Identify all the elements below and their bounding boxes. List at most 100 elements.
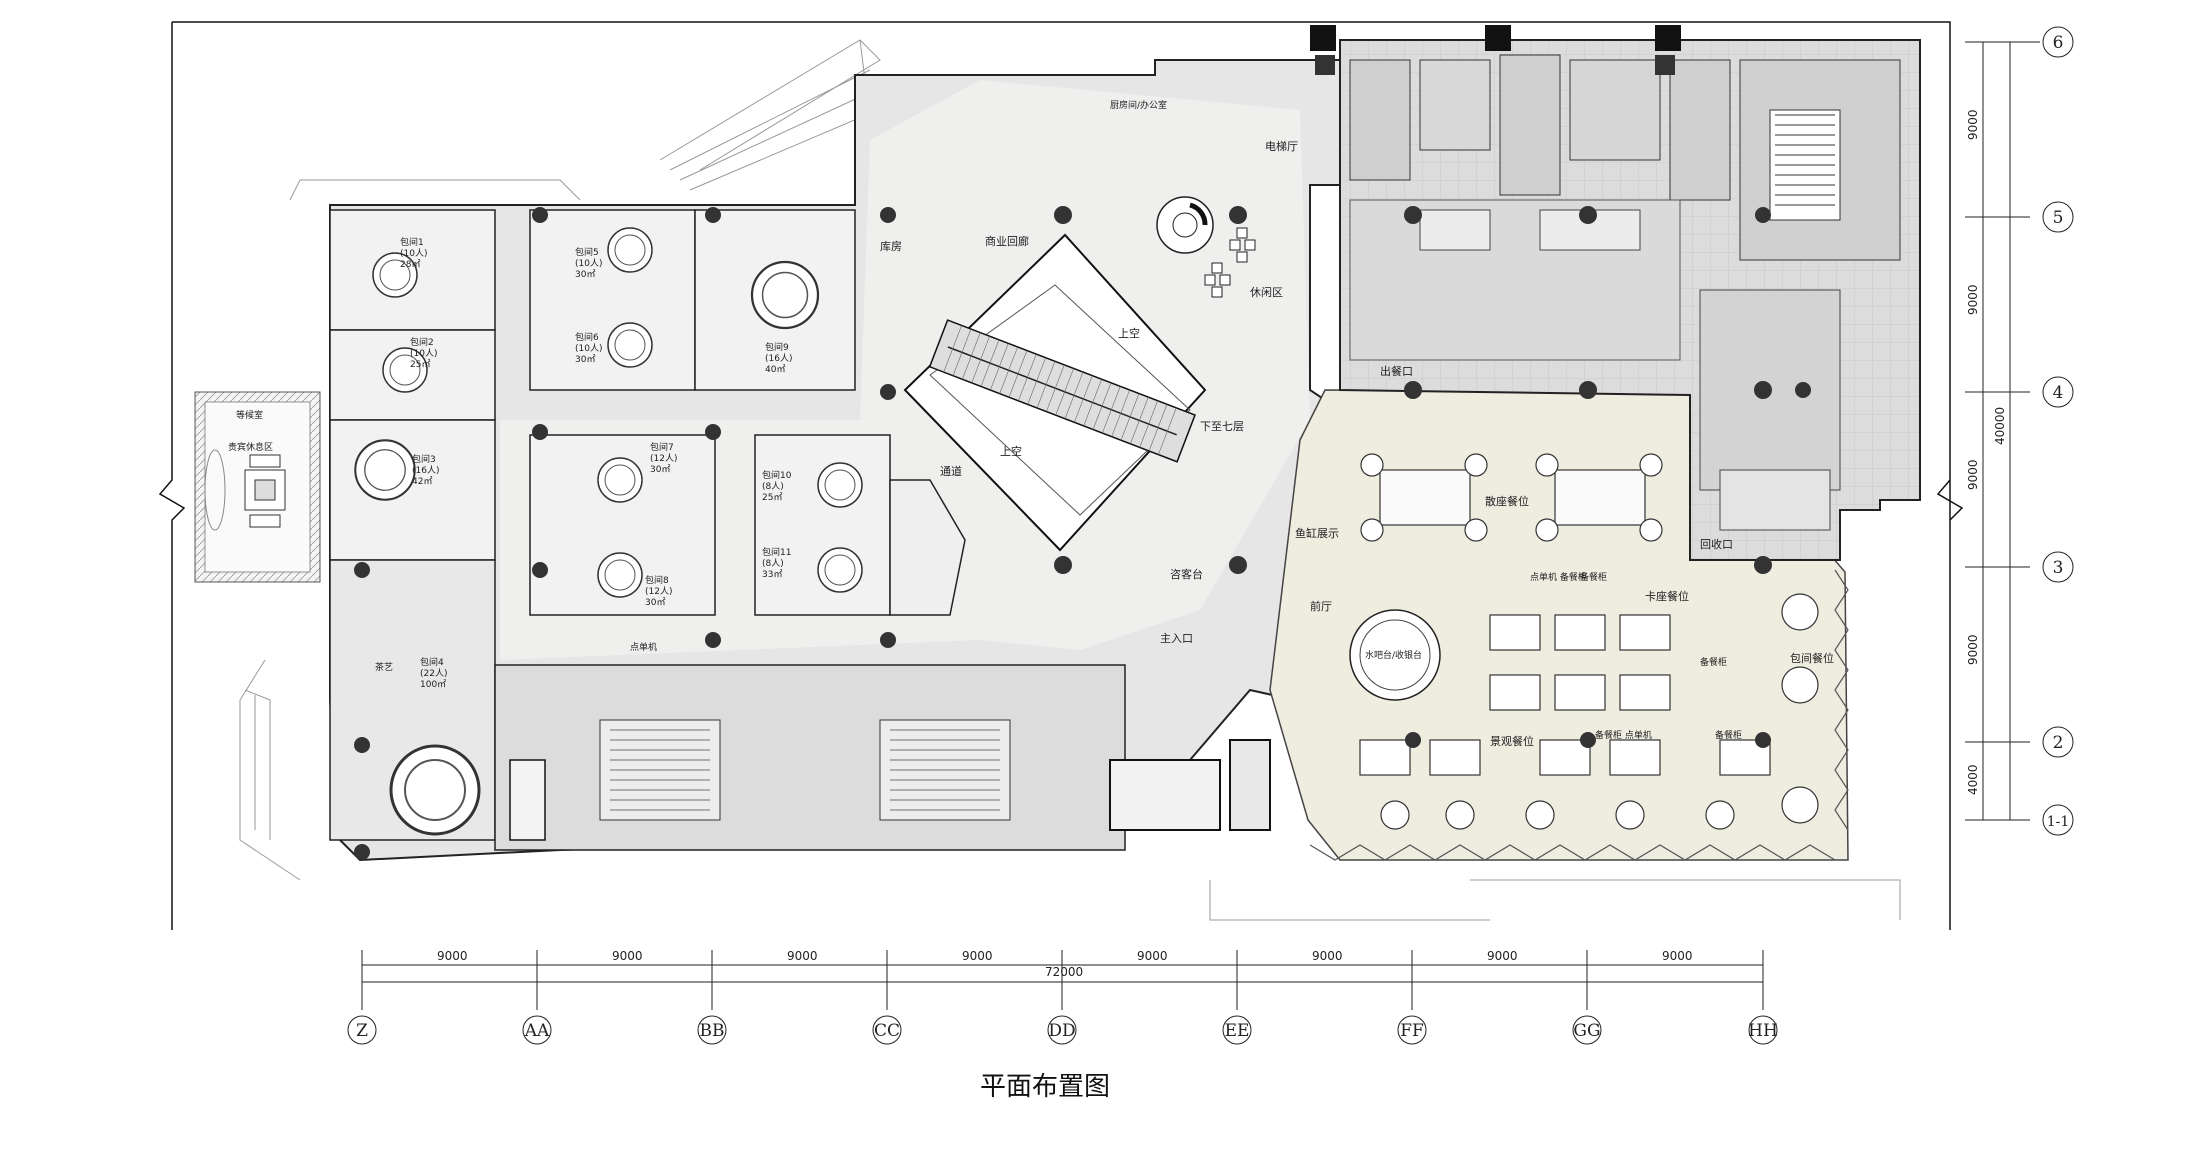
room-11-cap: (8人) bbox=[762, 558, 784, 569]
axis-1-1: 1-1 bbox=[2042, 804, 2074, 836]
dining-tables bbox=[1359, 453, 1819, 830]
room-2-label: 包间2 bbox=[410, 336, 434, 348]
office-label: 厨房间/办公室 bbox=[1110, 99, 1167, 111]
dim-1: 9000 bbox=[437, 949, 468, 963]
axis-cc: CC bbox=[872, 1015, 902, 1045]
svg-text:6: 6 bbox=[2053, 33, 2064, 53]
room-6-label: 包间6 bbox=[575, 331, 599, 343]
vip-area-label: 贵宾休息区 bbox=[228, 441, 273, 453]
rdim-5: 4000 bbox=[1966, 764, 1980, 795]
dim-3: 9000 bbox=[787, 949, 818, 963]
rdim-4: 9000 bbox=[1966, 634, 1980, 665]
room-10-cap: (8人) bbox=[762, 481, 784, 492]
room-5-area: 30㎡ bbox=[575, 269, 595, 280]
axis-bb: BB bbox=[697, 1015, 727, 1045]
prep2-label: 备餐柜 bbox=[1700, 656, 1727, 668]
dim-8: 9000 bbox=[1662, 949, 1693, 963]
svg-text:1-1: 1-1 bbox=[2047, 814, 2070, 830]
axis-hh: HH bbox=[1748, 1015, 1778, 1045]
rdim-3: 9000 bbox=[1966, 459, 1980, 490]
room-10-label: 包间10 bbox=[762, 469, 792, 481]
upper-void-2-label: 上空 bbox=[1000, 444, 1022, 458]
svg-text:3: 3 bbox=[2053, 558, 2064, 578]
svg-text:Z: Z bbox=[356, 1021, 368, 1041]
room-2-area: 25㎡ bbox=[410, 359, 430, 370]
axis-5: 5 bbox=[2042, 201, 2074, 233]
dim-4: 9000 bbox=[962, 949, 993, 963]
svg-text:DD: DD bbox=[1048, 1021, 1075, 1041]
room-2-cap: (10人) bbox=[410, 348, 437, 359]
room-9-area: 40㎡ bbox=[765, 364, 785, 375]
axis-gg: GG bbox=[1572, 1015, 1602, 1045]
passage-label: 通道 bbox=[940, 464, 962, 478]
dim-5: 9000 bbox=[1137, 949, 1168, 963]
outgoing-label: 出餐口 bbox=[1380, 364, 1413, 378]
dim-total: 72000 bbox=[1045, 965, 1083, 979]
room-1-cap: (10人) bbox=[400, 248, 427, 259]
svg-text:AA: AA bbox=[524, 1021, 550, 1041]
room-7-area: 30㎡ bbox=[650, 464, 670, 475]
lounge-label: 休闲区 bbox=[1250, 285, 1283, 299]
axis-2: 2 bbox=[2042, 726, 2074, 758]
dim-7: 9000 bbox=[1487, 949, 1518, 963]
room-6-area: 30㎡ bbox=[575, 354, 595, 365]
room-6-cap: (10人) bbox=[575, 343, 602, 354]
room-8-cap: (12人) bbox=[645, 586, 672, 597]
svg-text:GG: GG bbox=[1573, 1021, 1600, 1041]
rdim-1: 9000 bbox=[1966, 109, 1980, 140]
waiting-label: 等候室 bbox=[236, 409, 263, 421]
axis-dd: DD bbox=[1047, 1015, 1077, 1045]
private-seating-label: 包间餐位 bbox=[1790, 651, 1834, 665]
upper-void-label: 上空 bbox=[1118, 326, 1140, 340]
svg-text:EE: EE bbox=[1225, 1021, 1250, 1041]
axis-4: 4 bbox=[2042, 376, 2074, 408]
booth-seating-label: 卡座餐位 bbox=[1645, 589, 1689, 603]
corridor-label: 商业回廊 bbox=[985, 234, 1029, 248]
down-7-label: 下至七层 bbox=[1200, 420, 1244, 433]
prep4-label: 备餐柜 bbox=[1715, 729, 1742, 741]
main-entrance-label: 主入口 bbox=[1160, 632, 1193, 645]
room-5-cap: (10人) bbox=[575, 258, 602, 269]
room-8-label: 包间8 bbox=[645, 574, 669, 586]
tea-label: 茶艺 bbox=[375, 661, 393, 673]
lobby-label: 前厅 bbox=[1310, 599, 1332, 613]
room-1-label: 包间1 bbox=[400, 236, 424, 248]
elevator-hall-label: 电梯厅 bbox=[1265, 140, 1298, 153]
view-seating-label: 景观餐位 bbox=[1490, 734, 1534, 748]
column-axis: Z AA BB CC DD EE FF GG HH bbox=[347, 1015, 1778, 1045]
order2-label: 点单机 备餐柜 bbox=[1530, 571, 1587, 583]
bar-counter bbox=[1349, 609, 1441, 701]
room-7-label: 包间7 bbox=[650, 441, 674, 453]
axis-ff: FF bbox=[1397, 1015, 1427, 1045]
drawing-title: 平面布置图 bbox=[980, 1072, 1110, 1102]
svg-text:HH: HH bbox=[1748, 1021, 1778, 1041]
room-labels: 包间1 (10人) 28㎡ 包间2 (10人) 25㎡ 包间3 (16人) 42… bbox=[228, 99, 1834, 748]
order-label: 点单机 bbox=[630, 641, 657, 653]
room-9-label: 包间9 bbox=[765, 341, 789, 353]
svg-text:FF: FF bbox=[1400, 1021, 1424, 1041]
hall-seating-label: 散座餐位 bbox=[1485, 494, 1529, 508]
context-lines bbox=[239, 39, 1901, 921]
room-4-area: 100㎡ bbox=[420, 679, 446, 690]
storage-label: 库房 bbox=[880, 240, 902, 253]
room-3-label: 包间3 bbox=[412, 453, 436, 465]
room-9-cap: (16人) bbox=[765, 353, 792, 364]
axis-z: Z bbox=[347, 1015, 377, 1045]
prep3-label: 备餐柜 点单机 bbox=[1595, 729, 1652, 741]
structural-columns bbox=[354, 206, 1811, 860]
svg-text:BB: BB bbox=[700, 1021, 725, 1041]
right-dimensions bbox=[1965, 41, 2030, 821]
room-4-label: 包间4 bbox=[420, 656, 444, 668]
right-dimension-labels: 9000 9000 9000 9000 4000 40000 bbox=[1966, 109, 2007, 795]
svg-text:2: 2 bbox=[2053, 733, 2064, 753]
room-5-label: 包间5 bbox=[575, 246, 599, 258]
axis-ee: EE bbox=[1222, 1015, 1252, 1045]
row-axis: 6 5 4 3 2 1-1 bbox=[2030, 26, 2074, 836]
svg-text:5: 5 bbox=[2053, 208, 2064, 228]
rdim-total: 40000 bbox=[1993, 407, 2007, 445]
room-4-cap: (22人) bbox=[420, 668, 447, 679]
drawing-frame bbox=[158, 21, 1964, 930]
reception-label: 咨客台 bbox=[1170, 567, 1203, 581]
axis-3: 3 bbox=[2042, 551, 2074, 583]
